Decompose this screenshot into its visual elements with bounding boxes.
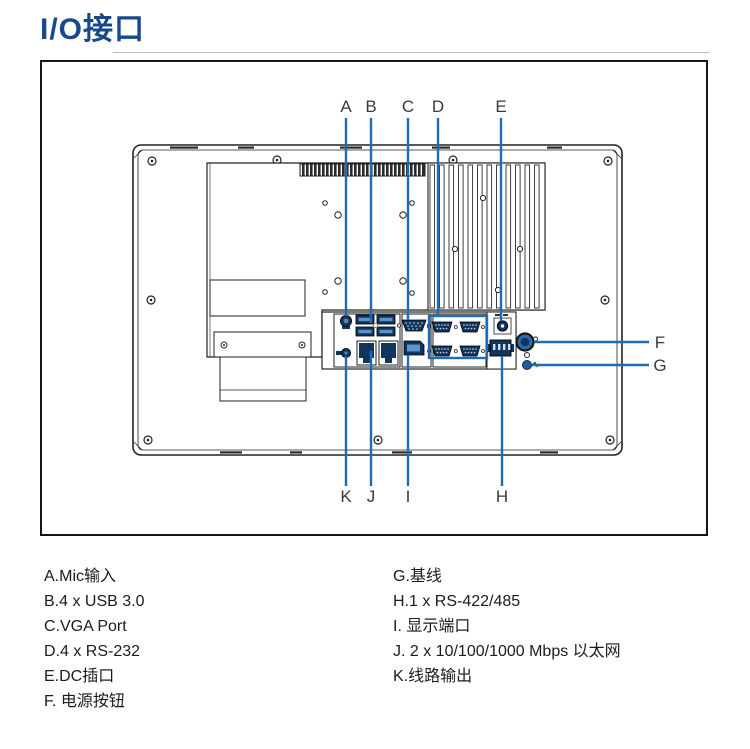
- rs422-485-port: [488, 339, 514, 357]
- serial-ports-highlight: [427, 314, 489, 360]
- vga-port: [396, 319, 431, 332]
- callout-label-b: B: [365, 97, 376, 116]
- vesa-holes: [322, 200, 415, 296]
- legend-item-k: K.线路输出: [393, 668, 473, 685]
- legend-item-j: J. 2 x 10/100/1000 Mbps 以太网: [393, 643, 621, 660]
- power-button: [515, 332, 538, 352]
- label-plate: [209, 279, 306, 317]
- heatsink: [427, 162, 546, 311]
- panel-pc-rear-diagram: A B C D E K J I H F G: [132, 97, 667, 506]
- legend-column-left: A.Mic输入 B.4 x USB 3.0 C.VGA Port D.4 x R…: [44, 564, 145, 714]
- legend-item-g: G.基线: [393, 568, 442, 585]
- legend-column-right: G.基线 H.1 x RS-422/485 I. 显示端口 J. 2 x 10/…: [393, 564, 621, 689]
- mic-in-port: [340, 315, 352, 329]
- displayport-port: [403, 340, 425, 356]
- callout-label-g: G: [653, 356, 666, 375]
- legend-item-e: E.DC插口: [44, 668, 115, 685]
- legend-item-h: H.1 x RS-422/485: [393, 593, 521, 610]
- page-title: I/O接口: [40, 13, 146, 46]
- legend-item-f: F. 电源按钮: [44, 693, 125, 710]
- mounting-bracket: [213, 331, 312, 402]
- edge-slots-top: [170, 146, 562, 149]
- usb3-ports: [355, 314, 396, 337]
- callout-label-c: C: [402, 97, 414, 116]
- callout-label-k: K: [340, 487, 352, 506]
- legend-item-d: D.4 x RS-232: [44, 643, 141, 660]
- serial-db9-ports: [427, 314, 489, 360]
- callout-label-j: J: [367, 487, 376, 506]
- chassis-screws: [143, 155, 615, 445]
- callout-lines: [344, 118, 649, 486]
- edge-slots-bottom: [220, 451, 558, 454]
- io-diagram-figure: A B C D E K J I H F G: [40, 60, 708, 536]
- callout-label-f: F: [655, 333, 665, 352]
- legend-item-b: B.4 x USB 3.0: [44, 593, 145, 610]
- callout-label-e: E: [495, 97, 506, 116]
- callout-label-h: H: [496, 487, 508, 506]
- ethernet-ports: [356, 340, 399, 366]
- legend-item-c: C.VGA Port: [44, 618, 127, 635]
- legend-item-i: I. 显示端口: [393, 618, 471, 635]
- legend-item-a: A.Mic输入: [44, 568, 117, 585]
- dc-in-port: [493, 314, 512, 335]
- callout-label-a: A: [340, 97, 352, 116]
- vent-strip: [299, 163, 426, 177]
- callout-label-d: D: [432, 97, 444, 116]
- callout-label-i: I: [406, 487, 411, 506]
- callout-letters: A B C D E K J I H F G: [340, 97, 666, 506]
- title-divider: [113, 52, 710, 53]
